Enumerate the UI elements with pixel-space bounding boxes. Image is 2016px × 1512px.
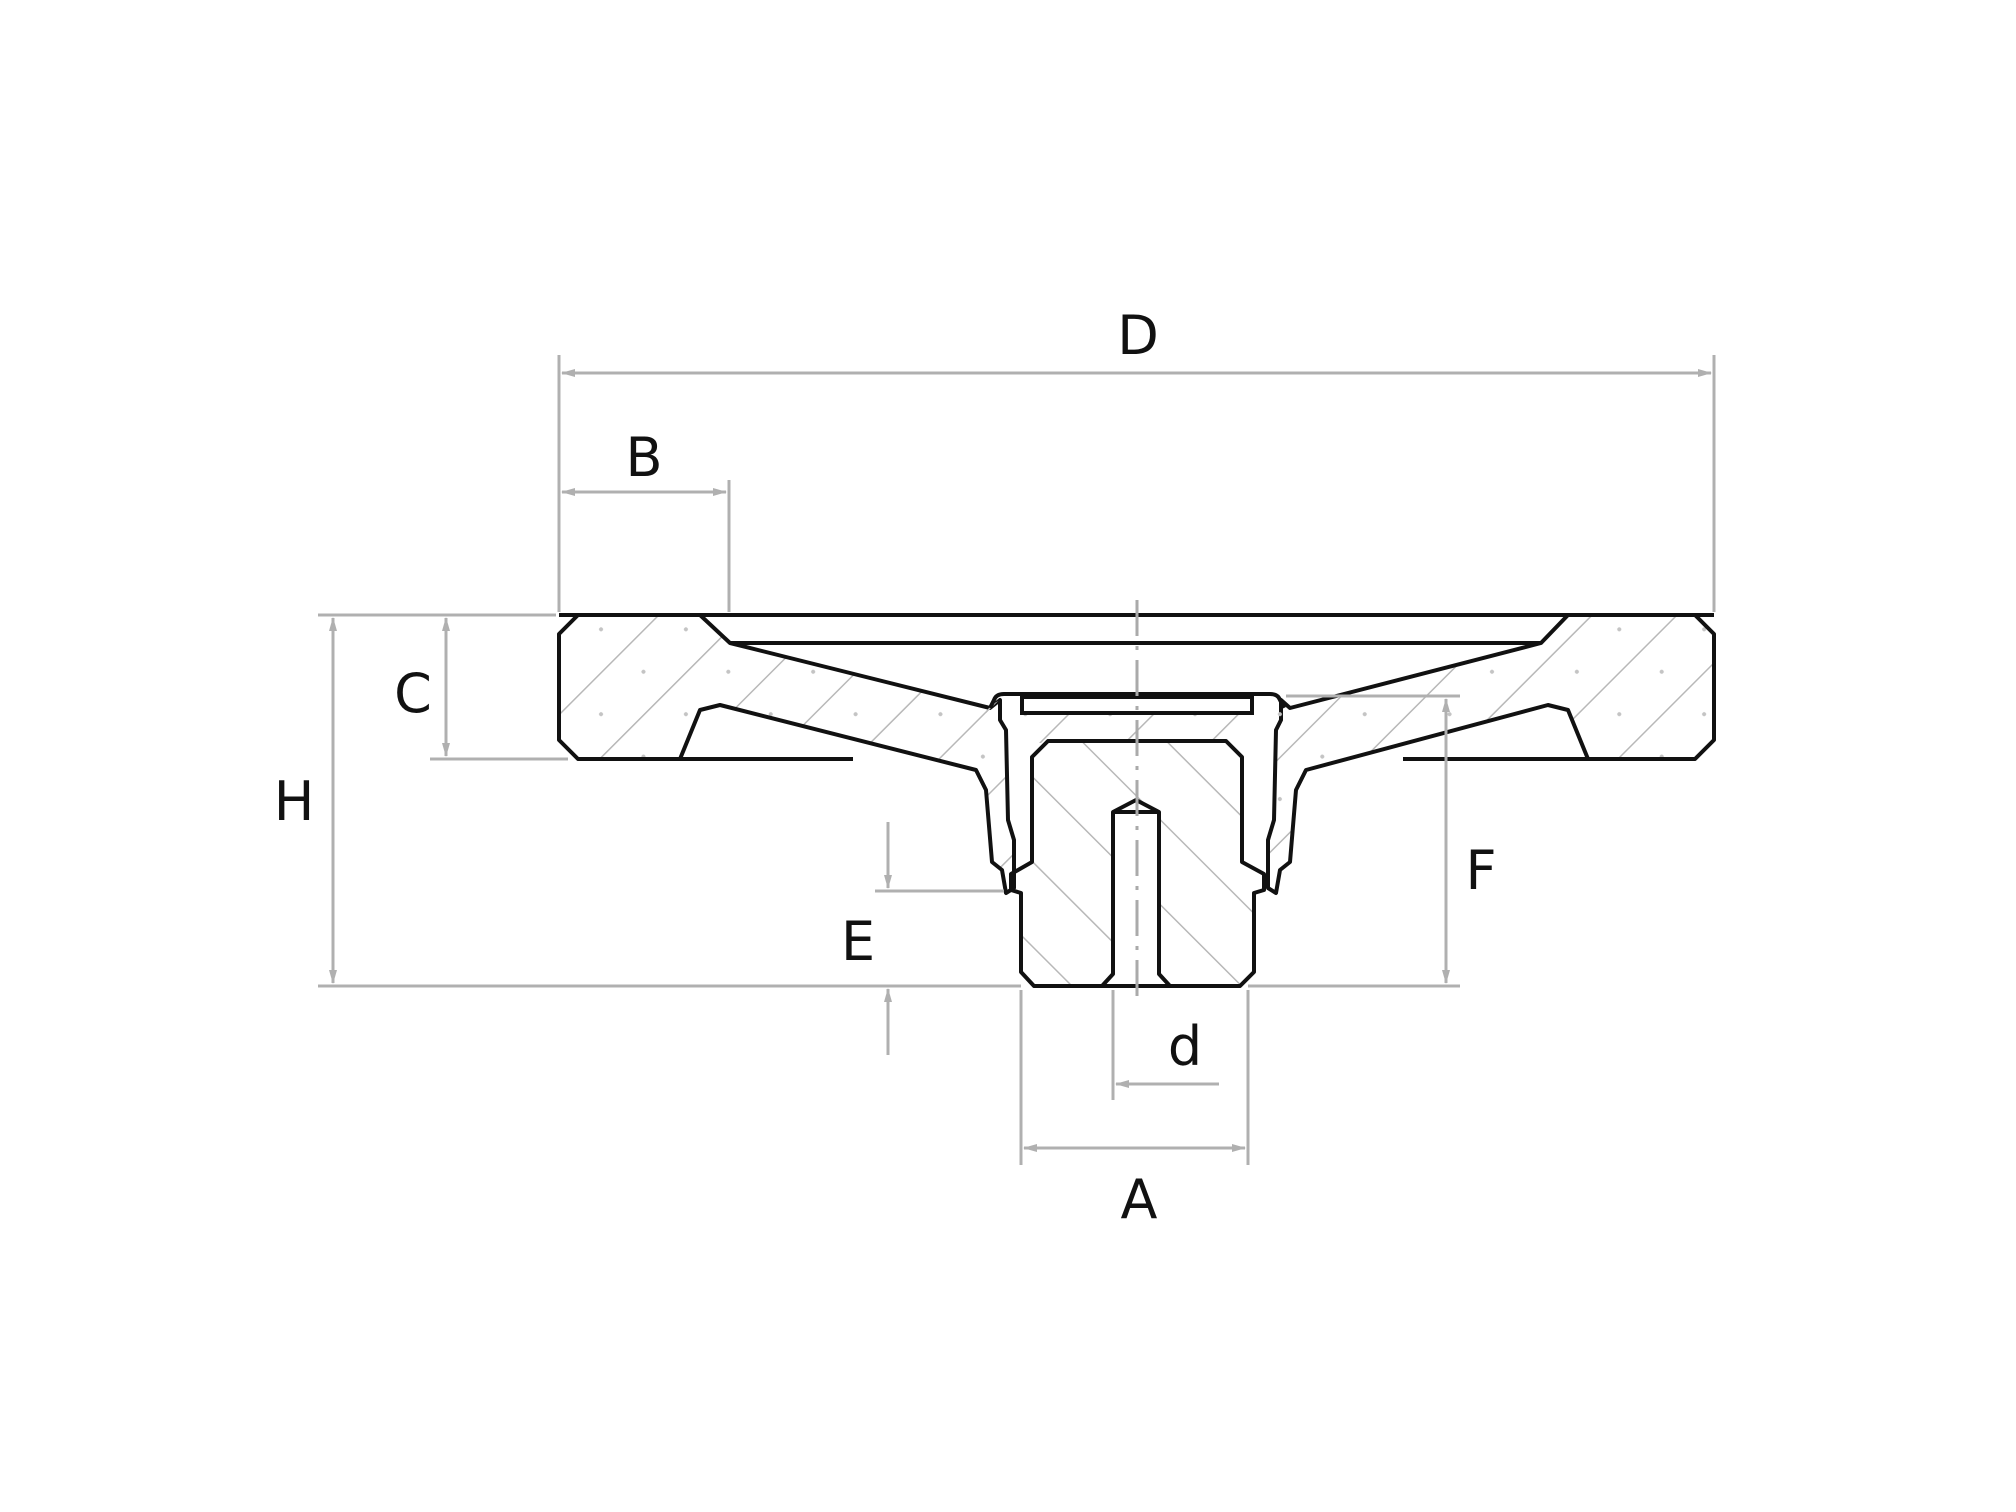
dimension-label-C: C (394, 662, 432, 725)
dimension-label-d: d (1168, 1015, 1202, 1078)
dimension-label-D: D (1117, 304, 1159, 367)
wheel-section (557, 613, 1716, 988)
dimension-label-B: B (625, 426, 662, 489)
dimension-label-H: H (274, 770, 315, 833)
bore (1100, 798, 1172, 988)
dimension-lines (318, 355, 1716, 1165)
left-rim-section (557, 613, 1016, 895)
dimension-label-F: F (1465, 839, 1496, 902)
recess-slot (1020, 695, 1254, 715)
dimension-label-E: E (841, 910, 875, 973)
dimension-label-A: A (1121, 1168, 1158, 1231)
